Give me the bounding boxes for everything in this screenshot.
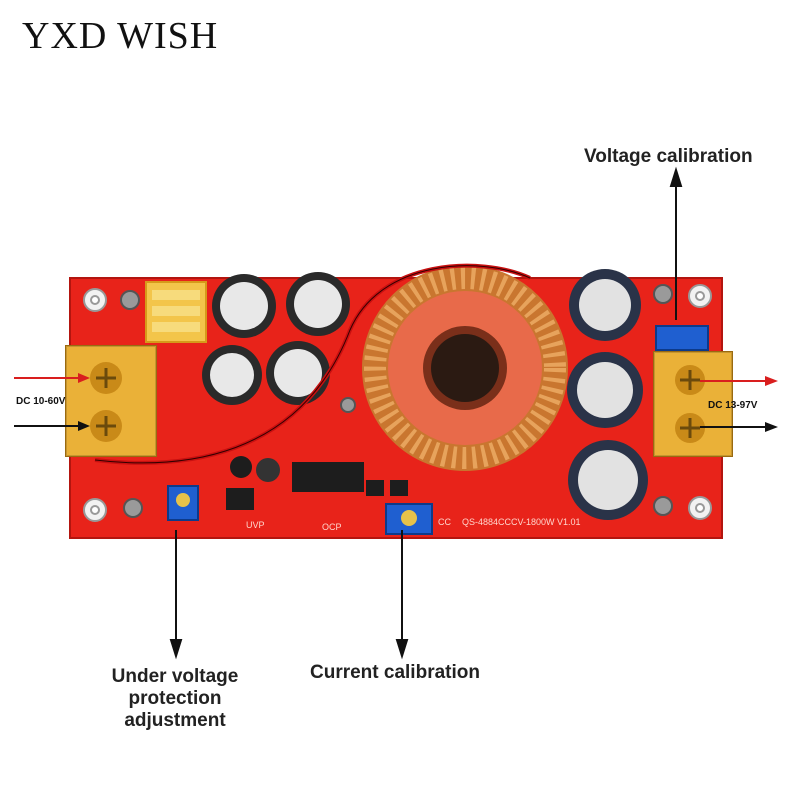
callout-arrow-under-voltage (169, 530, 183, 660)
input-arrows (14, 373, 90, 431)
callout-under-voltage-line2: protection (128, 688, 222, 709)
fuse-block (145, 281, 207, 343)
silkscreen-ocp: OCP (322, 522, 342, 532)
callout-arrow-current (395, 530, 409, 660)
callout-current-calibration: Current calibration (310, 662, 480, 683)
callout-under-voltage: Under voltage protection adjustment (98, 666, 252, 732)
input-terminal-block (65, 345, 157, 457)
input-voltage-label: DC 10-60V (16, 396, 66, 407)
screws (120, 284, 673, 518)
output-terminal-block (653, 351, 733, 457)
callout-voltage-calibration: Voltage calibration (584, 146, 753, 167)
silkscreen-cc: CC (438, 517, 451, 527)
callout-under-voltage-line3: adjustment (124, 710, 226, 731)
trimmer-potentiometers (167, 325, 709, 535)
brand-logo-text: YXD WISH (22, 15, 219, 57)
callout-arrow-voltage (669, 166, 683, 320)
silkscreen-model: QS-4884CCCV-1800W V1.01 (462, 517, 581, 527)
input-capacitors (202, 272, 350, 405)
output-voltage-label: DC 13-97V (708, 400, 758, 411)
output-capacitors (567, 269, 648, 520)
output-arrows (700, 376, 778, 432)
control-ics (226, 456, 408, 510)
mounting-holes (83, 284, 712, 522)
callout-under-voltage-line1: Under voltage (111, 666, 239, 687)
toroidal-inductor (362, 265, 568, 471)
silkscreen-uvp: UVP (246, 520, 265, 530)
